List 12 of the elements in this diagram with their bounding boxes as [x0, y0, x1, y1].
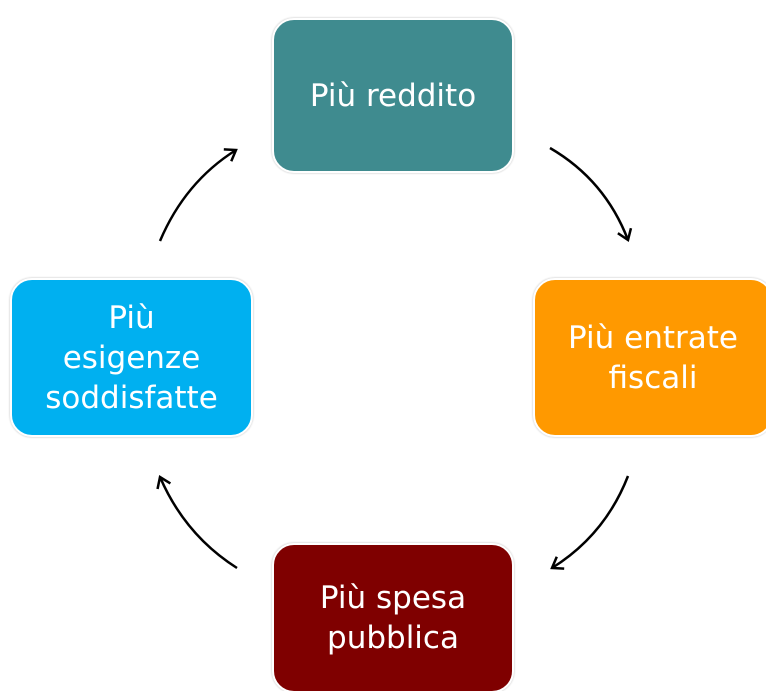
box-label: Più reddito: [310, 76, 476, 116]
process-box: [533, 278, 766, 437]
curved-arrow: [549, 146, 632, 242]
box-label: Più entrate fiscali: [567, 318, 739, 398]
box-label: Più spesa pubblica: [318, 579, 468, 658]
box-label: Più esigenze soddisfatte: [44, 298, 219, 418]
curved-arrow: [158, 148, 238, 242]
process-box: [10, 278, 253, 437]
curved-arrow: [550, 476, 630, 570]
process-box: [272, 543, 514, 691]
process-box: [272, 18, 514, 173]
curved-arrow: [156, 476, 238, 570]
